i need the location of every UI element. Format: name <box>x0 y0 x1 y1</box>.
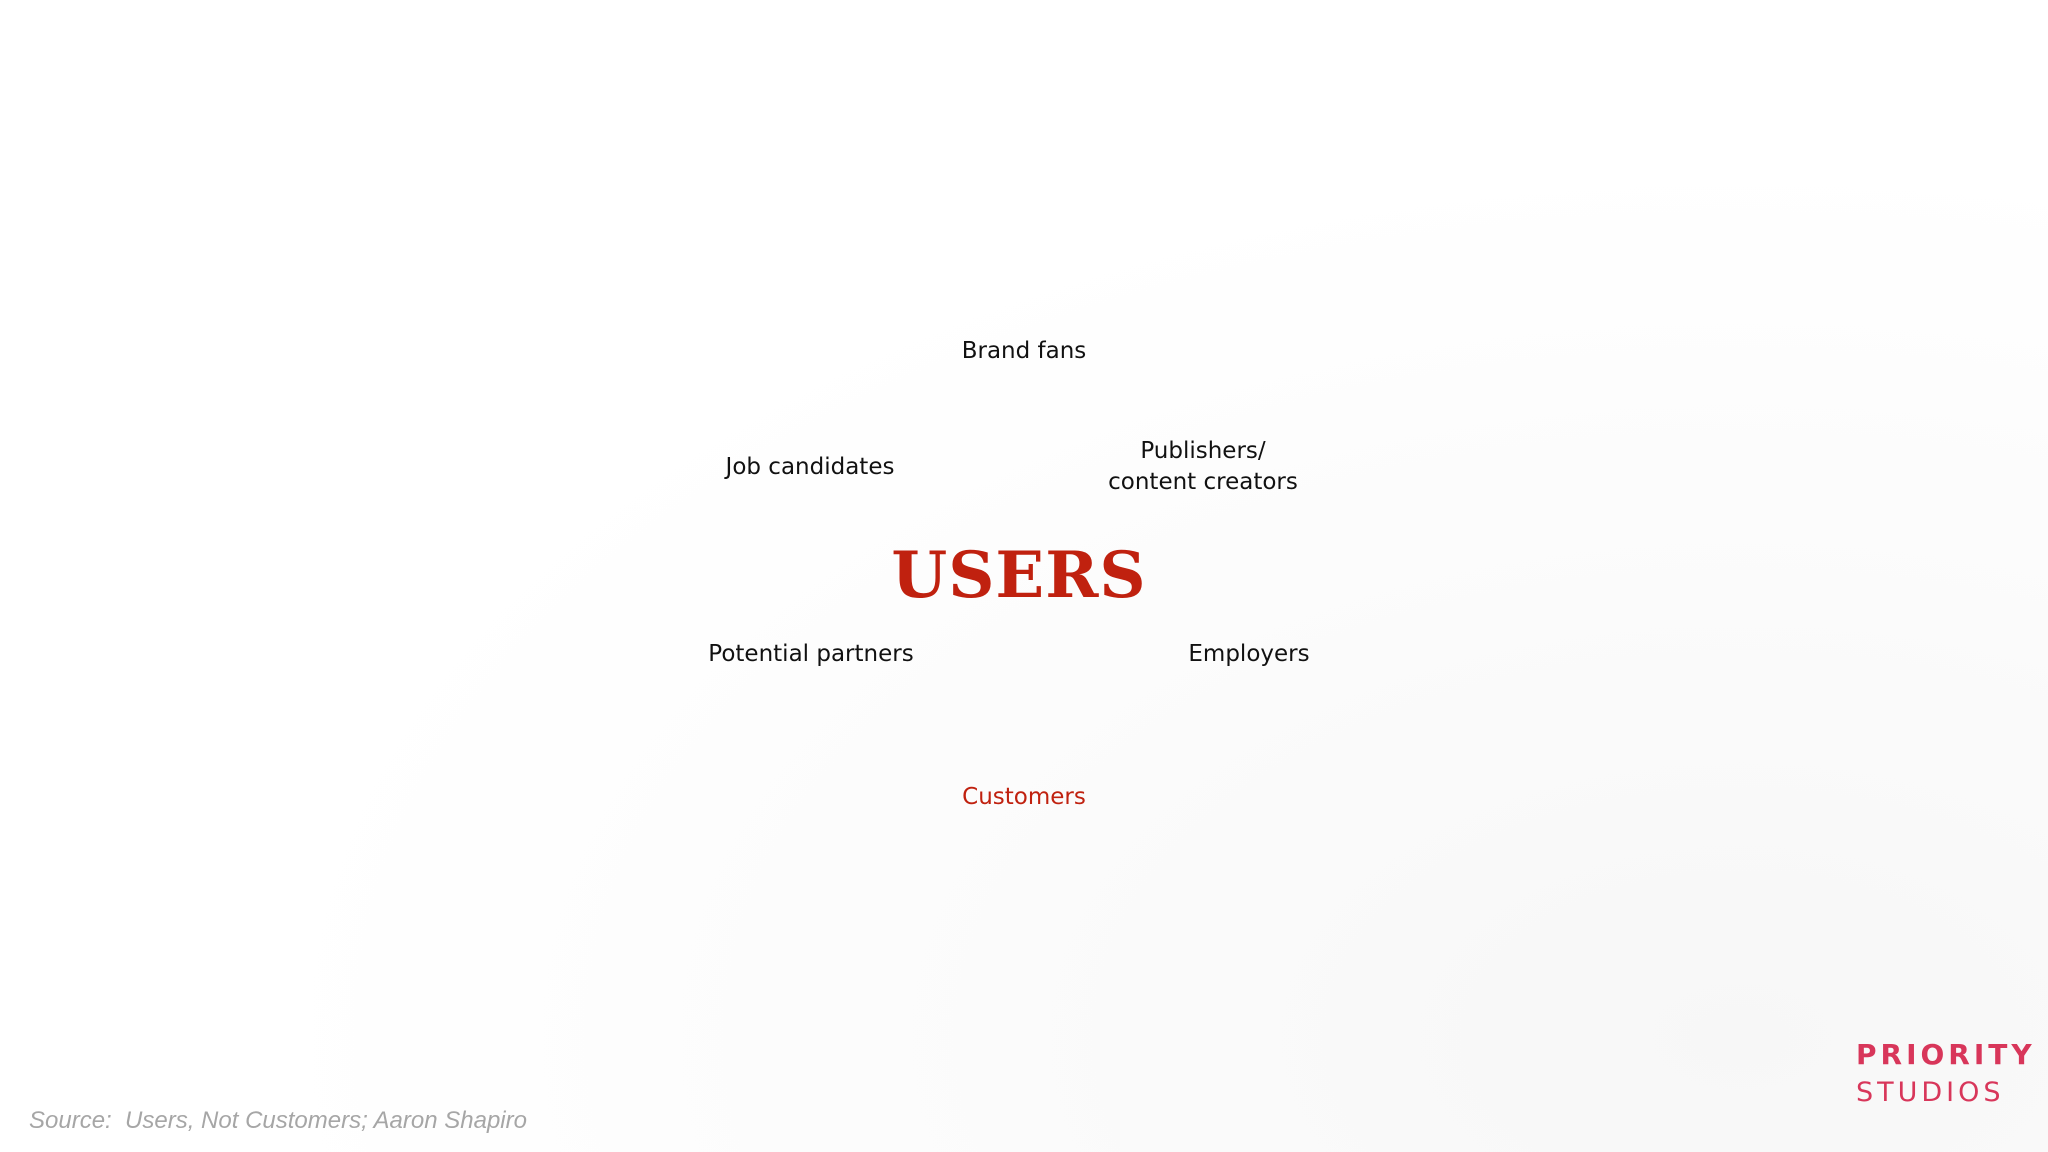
node-brand-fans: Brand fans <box>961 338 1087 364</box>
center-title-users: USERS <box>891 538 1147 613</box>
logo-word-studios: STUDIOS <box>1856 1077 2005 1108</box>
node-publishers-line2: content creators <box>1108 469 1298 495</box>
node-job-candidates: Job candidates <box>725 454 895 480</box>
priority-studios-logo: PRIORITY STUDIOS <box>1856 1038 2032 1112</box>
node-publishers-line1: Publishers/ <box>1140 438 1266 464</box>
node-customers: Customers <box>962 784 1086 810</box>
logo-word-priority: PRIORITY <box>1856 1038 2036 1071</box>
source-citation: Source: Users, Not Customers; Aaron Shap… <box>29 1107 527 1134</box>
node-potential-partners: Potential partners <box>708 641 914 667</box>
node-publishers-content-creators: Publishers/ content creators <box>1108 436 1298 498</box>
node-employers: Employers <box>1188 641 1310 667</box>
